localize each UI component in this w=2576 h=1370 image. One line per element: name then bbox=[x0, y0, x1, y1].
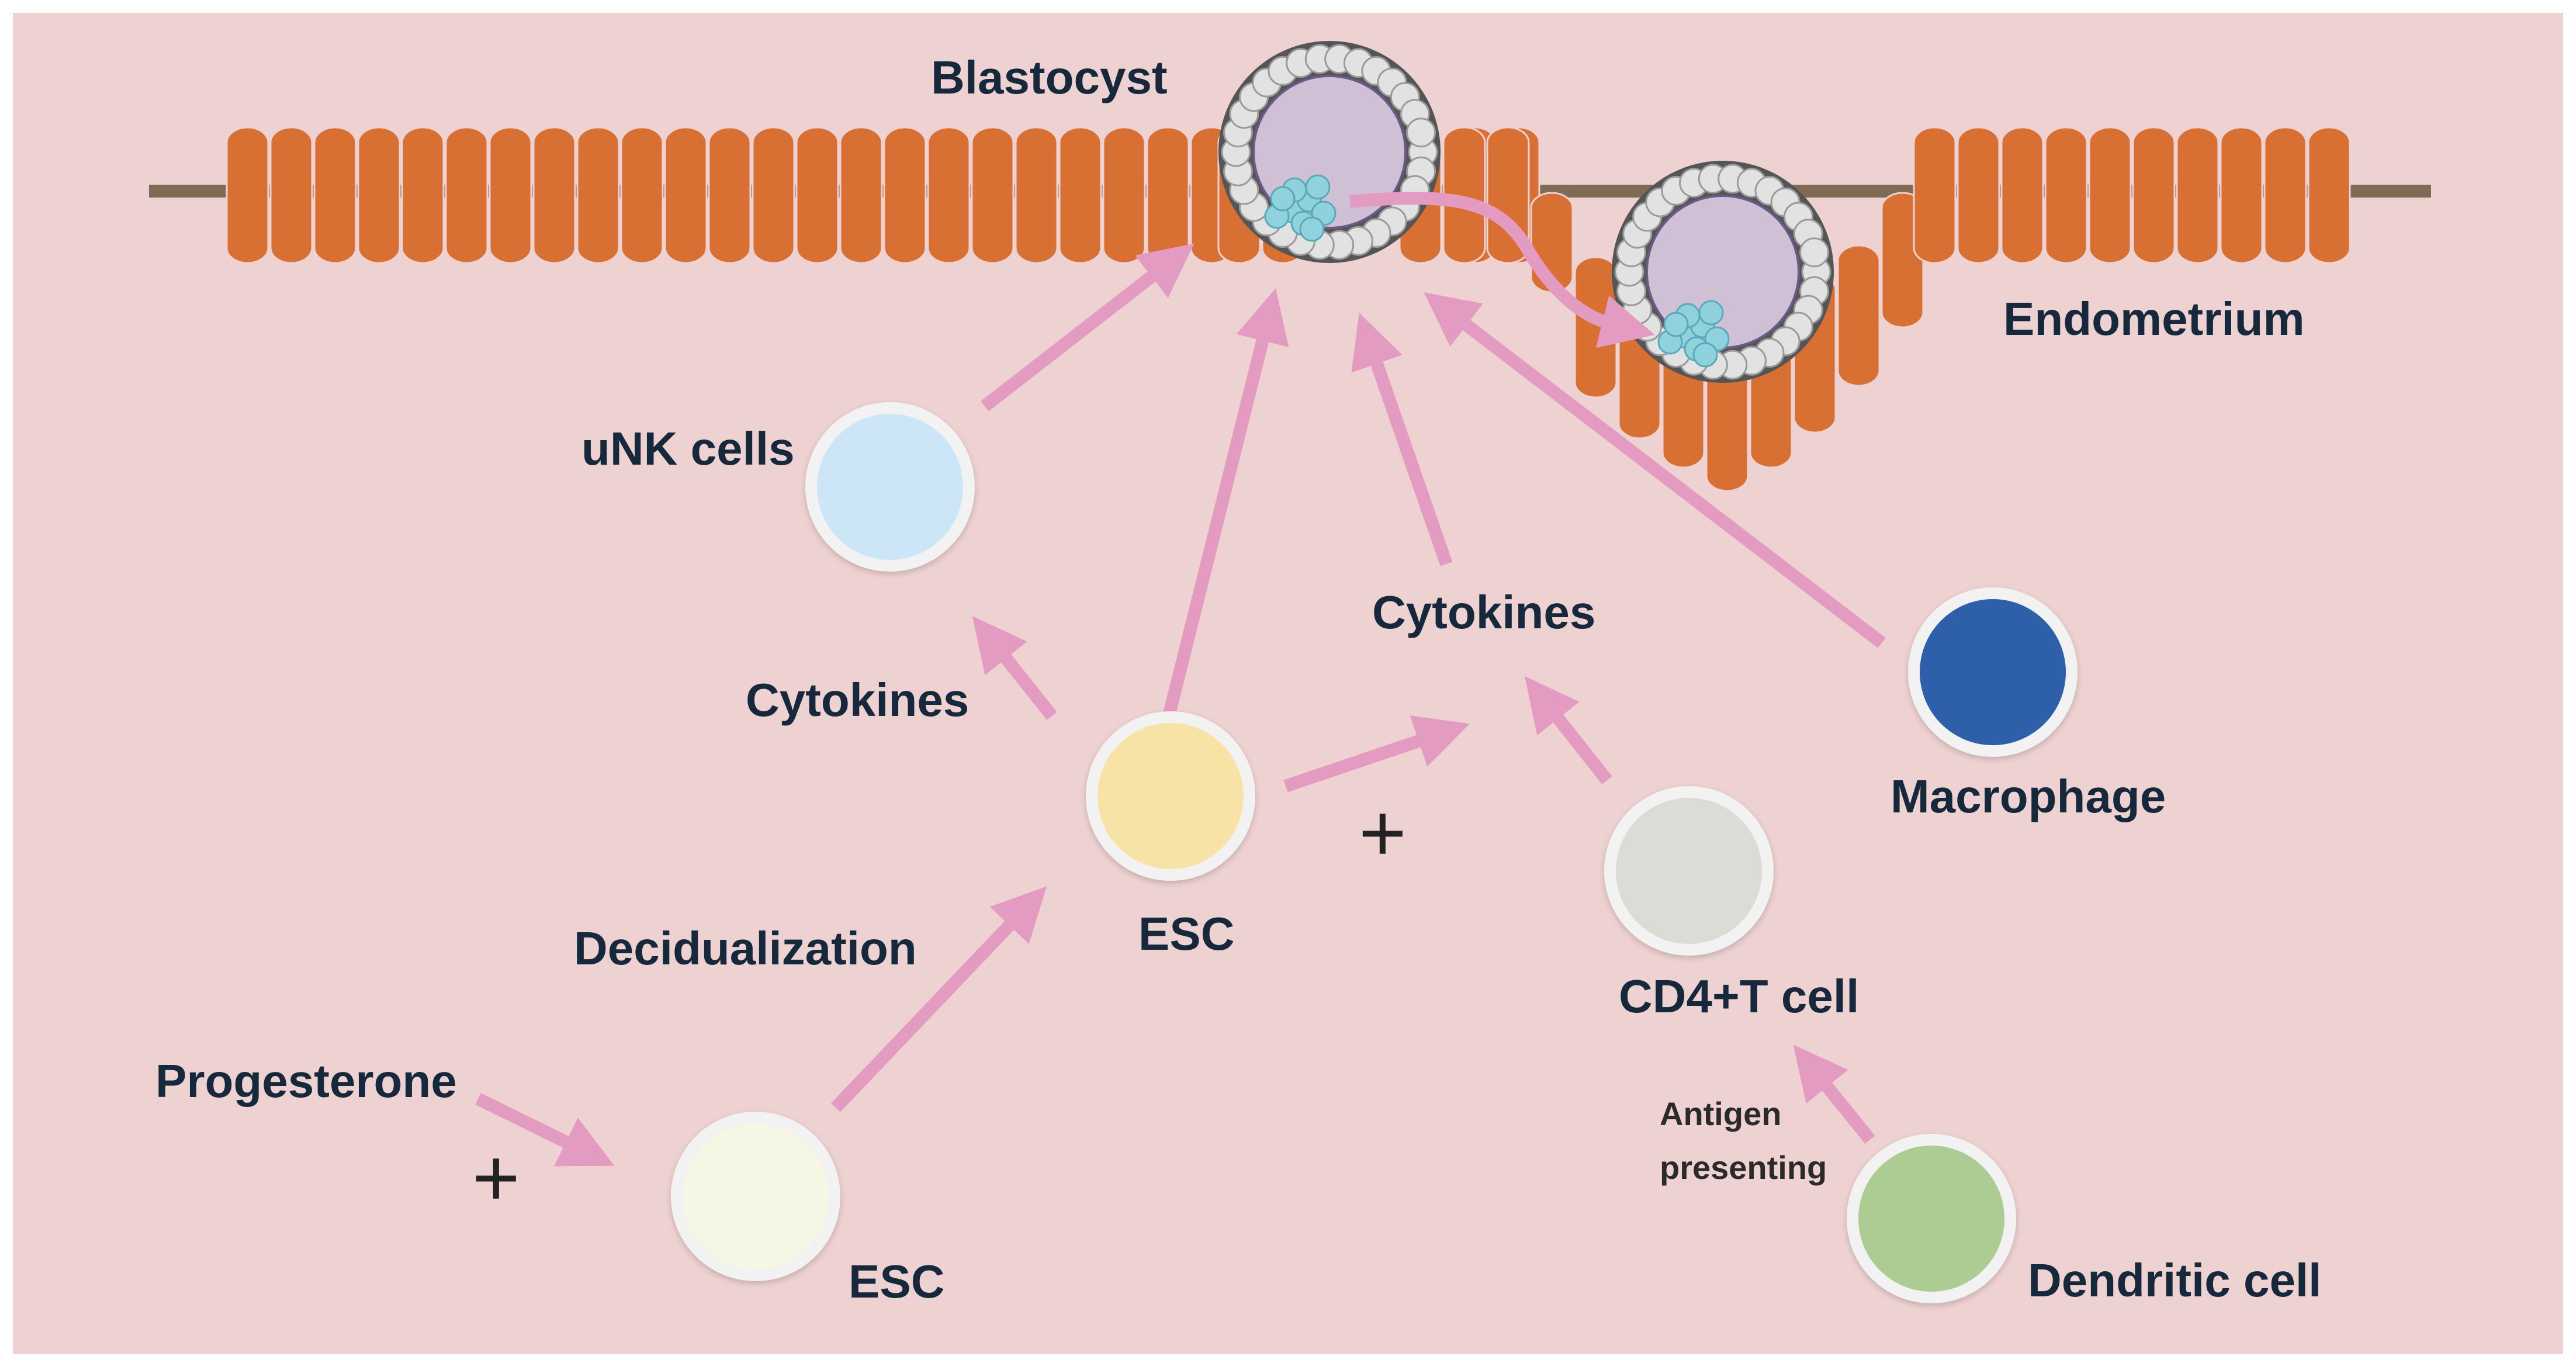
cells bbox=[671, 402, 2078, 1303]
epithelial-cell bbox=[752, 126, 795, 264]
arrow-esc-to-cytokines-left bbox=[972, 616, 1057, 720]
inner-cell bbox=[1698, 300, 1724, 326]
arrow-blastocyst-to-implantation bbox=[1349, 192, 1655, 348]
label-esc-upper: ESC bbox=[1138, 908, 1235, 960]
epithelial-cell bbox=[2307, 126, 2351, 264]
plus-sign-center: + bbox=[1359, 787, 1407, 878]
epithelial-cell bbox=[357, 126, 401, 264]
epithelial-cell bbox=[401, 126, 445, 264]
arrow-macrophage-to-blastocyst bbox=[1424, 292, 1886, 648]
epithelial-cell bbox=[1015, 126, 1058, 264]
epithelial-cell bbox=[226, 126, 269, 264]
label-unk-cells: uNK cells bbox=[581, 423, 795, 475]
label-antigen: Antigen bbox=[1660, 1095, 1781, 1132]
trophoblast-cell bbox=[1799, 237, 1829, 268]
epithelial-cell bbox=[1913, 126, 1957, 264]
epithelial-cell bbox=[313, 126, 357, 264]
dendritic-cell bbox=[1858, 1146, 2004, 1292]
arrow-tcell-to-cytokines bbox=[1525, 676, 1612, 784]
label-presenting: presenting bbox=[1660, 1149, 1827, 1186]
esc-upper-cell bbox=[1097, 723, 1244, 869]
epithelial-cell bbox=[2000, 126, 2044, 264]
arrow-esc-to-blastocyst bbox=[1162, 288, 1289, 718]
inner-cell bbox=[1692, 342, 1718, 368]
epithelial-cell bbox=[1146, 126, 1190, 264]
epithelial-cell bbox=[927, 126, 971, 264]
label-progesterone: Progesterone bbox=[155, 1055, 457, 1107]
arrow-unk-to-blastocyst bbox=[981, 243, 1194, 411]
inner-cell bbox=[1299, 216, 1325, 242]
epithelial-cell bbox=[2263, 126, 2307, 264]
inner-cell-mass bbox=[1264, 174, 1337, 242]
blastocyst-implanted bbox=[1612, 161, 1834, 383]
inner-cell bbox=[1305, 174, 1331, 200]
epithelial-cell bbox=[2220, 126, 2263, 264]
epithelial-cell bbox=[883, 126, 927, 264]
trophoblast-ring bbox=[1221, 44, 1438, 260]
epithelial-cell bbox=[2088, 126, 2132, 264]
arrow-progesterone bbox=[475, 1093, 615, 1167]
epithelial-cell bbox=[1102, 126, 1146, 264]
epithelial-cell bbox=[1058, 126, 1102, 264]
unk-cell bbox=[817, 414, 963, 560]
label-blastocyst: Blastocyst bbox=[931, 51, 1168, 103]
esc-lower-cell bbox=[683, 1123, 829, 1269]
arrow-dendritic-to-tcell bbox=[1793, 1044, 1875, 1144]
trophoblast-cell bbox=[1406, 117, 1436, 148]
epithelial-cell bbox=[445, 126, 489, 264]
arrow-esc-to-cytokines-center bbox=[1283, 715, 1470, 793]
arrows bbox=[475, 192, 1886, 1167]
epithelial-cell bbox=[664, 126, 708, 264]
arrow-decidualization bbox=[831, 886, 1047, 1112]
plus-sign-left: + bbox=[472, 1132, 520, 1223]
epithelial-cell bbox=[795, 126, 839, 264]
arrow-cytokines-to-blastocyst bbox=[1351, 313, 1453, 566]
label-dendritic-cell: Dendritic cell bbox=[2028, 1254, 2321, 1306]
epithelial-cell bbox=[1957, 126, 2000, 264]
label-esc-lower: ESC bbox=[849, 1255, 945, 1307]
epithelial-cell bbox=[576, 126, 620, 264]
label-endometrium: Endometrium bbox=[2003, 293, 2305, 345]
cd4-t-cell bbox=[1616, 798, 1762, 944]
blastocyst-attaching bbox=[1218, 41, 1441, 263]
epithelial-cell bbox=[2044, 126, 2088, 264]
label-macrophage: Macrophage bbox=[1891, 770, 2166, 822]
epithelial-cell bbox=[1837, 244, 1881, 387]
epithelial-cell bbox=[708, 126, 752, 264]
epithelial-cell bbox=[620, 126, 664, 264]
epithelial-cell bbox=[532, 126, 576, 264]
epithelial-cell bbox=[2176, 126, 2220, 264]
epithelial-cell bbox=[269, 126, 313, 264]
epithelial-cell bbox=[489, 126, 532, 264]
epithelial-cell bbox=[2132, 126, 2176, 264]
label-cytokines-left: Cytokines bbox=[746, 674, 969, 726]
macrophage-cell bbox=[1920, 599, 2066, 745]
label-cytokines-center: Cytokines bbox=[1372, 586, 1595, 638]
labels: Blastocyst Endometrium uNK cells Cytokin… bbox=[155, 51, 2321, 1307]
inner-cell bbox=[1270, 186, 1296, 212]
inner-cell-mass bbox=[1657, 300, 1730, 368]
epithelial-cell bbox=[971, 126, 1015, 264]
epithelial-cell bbox=[839, 126, 883, 264]
label-decidualization: Decidualization bbox=[574, 922, 917, 974]
label-cd4-t-cell: CD4+T cell bbox=[1619, 970, 1859, 1022]
inner-cell bbox=[1663, 312, 1689, 337]
